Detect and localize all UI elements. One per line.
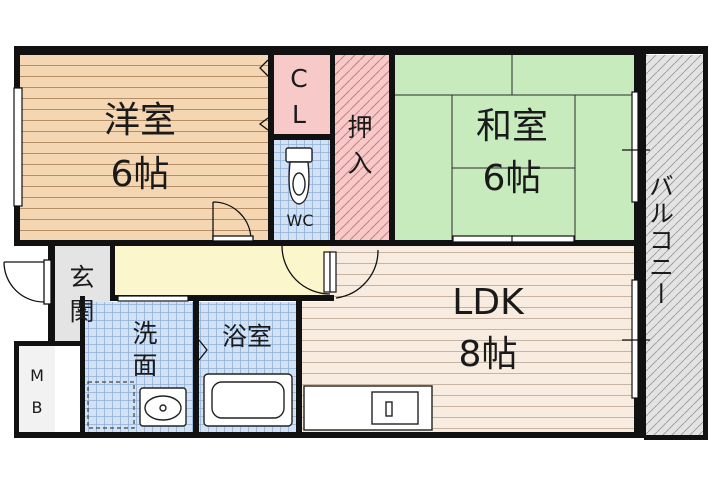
hallway-door <box>281 245 331 295</box>
toilet-icon <box>285 147 313 205</box>
closet-label-l: L <box>292 100 306 129</box>
washbasin-icon <box>139 387 187 427</box>
japanese-room-floor <box>394 55 634 240</box>
windows <box>13 87 639 399</box>
western-room-floor <box>20 55 268 240</box>
entrance-label-2: 関 <box>69 297 94 326</box>
western-room-size: 6帖 <box>111 154 170 195</box>
washroom-label-2: 面 <box>132 351 157 380</box>
closet-floor <box>272 55 330 135</box>
mb-label-b: B <box>32 398 43 417</box>
western-door <box>212 201 252 241</box>
western-room-name: 洋室 <box>104 100 176 141</box>
hallway-floor <box>114 246 330 296</box>
washroom-label-1: 洗 <box>132 319 157 348</box>
entrance-label-1: 玄 <box>69 263 94 292</box>
window-marks <box>622 149 650 341</box>
entrance-door <box>3 261 45 303</box>
japanese-window-balcony <box>631 91 639 203</box>
japanese-room-size: 6帖 <box>483 158 542 199</box>
balcony-floor <box>644 55 704 435</box>
bathtub-icon <box>203 373 293 427</box>
balcony-label: バルコニー <box>646 173 675 308</box>
oshiire-floor <box>334 55 390 240</box>
bath-door-mark <box>198 339 208 361</box>
ldk-door <box>335 249 379 299</box>
mb-floor <box>18 346 55 434</box>
mb-label-m: M <box>30 366 44 385</box>
sliding-doors <box>117 235 575 302</box>
ldk-window-balcony <box>631 279 639 399</box>
closet-door-marks <box>258 59 269 131</box>
ldk-size: 8帖 <box>459 334 518 375</box>
washing-machine-icon <box>87 381 135 429</box>
japanese-room-name: 和室 <box>476 106 548 147</box>
tatami-lines <box>394 55 634 240</box>
closet-label-c: C <box>290 64 307 93</box>
western-window <box>13 87 23 207</box>
swing-doors <box>3 59 379 361</box>
oshiire-label-1: 押 <box>347 113 372 142</box>
kitchen-counter-icon <box>303 385 433 431</box>
bath-label: 浴室 <box>222 322 272 351</box>
ldk-name: LDK <box>452 282 525 323</box>
oshiire-label-2: 入 <box>347 149 372 178</box>
wc-label: WC <box>287 211 314 230</box>
